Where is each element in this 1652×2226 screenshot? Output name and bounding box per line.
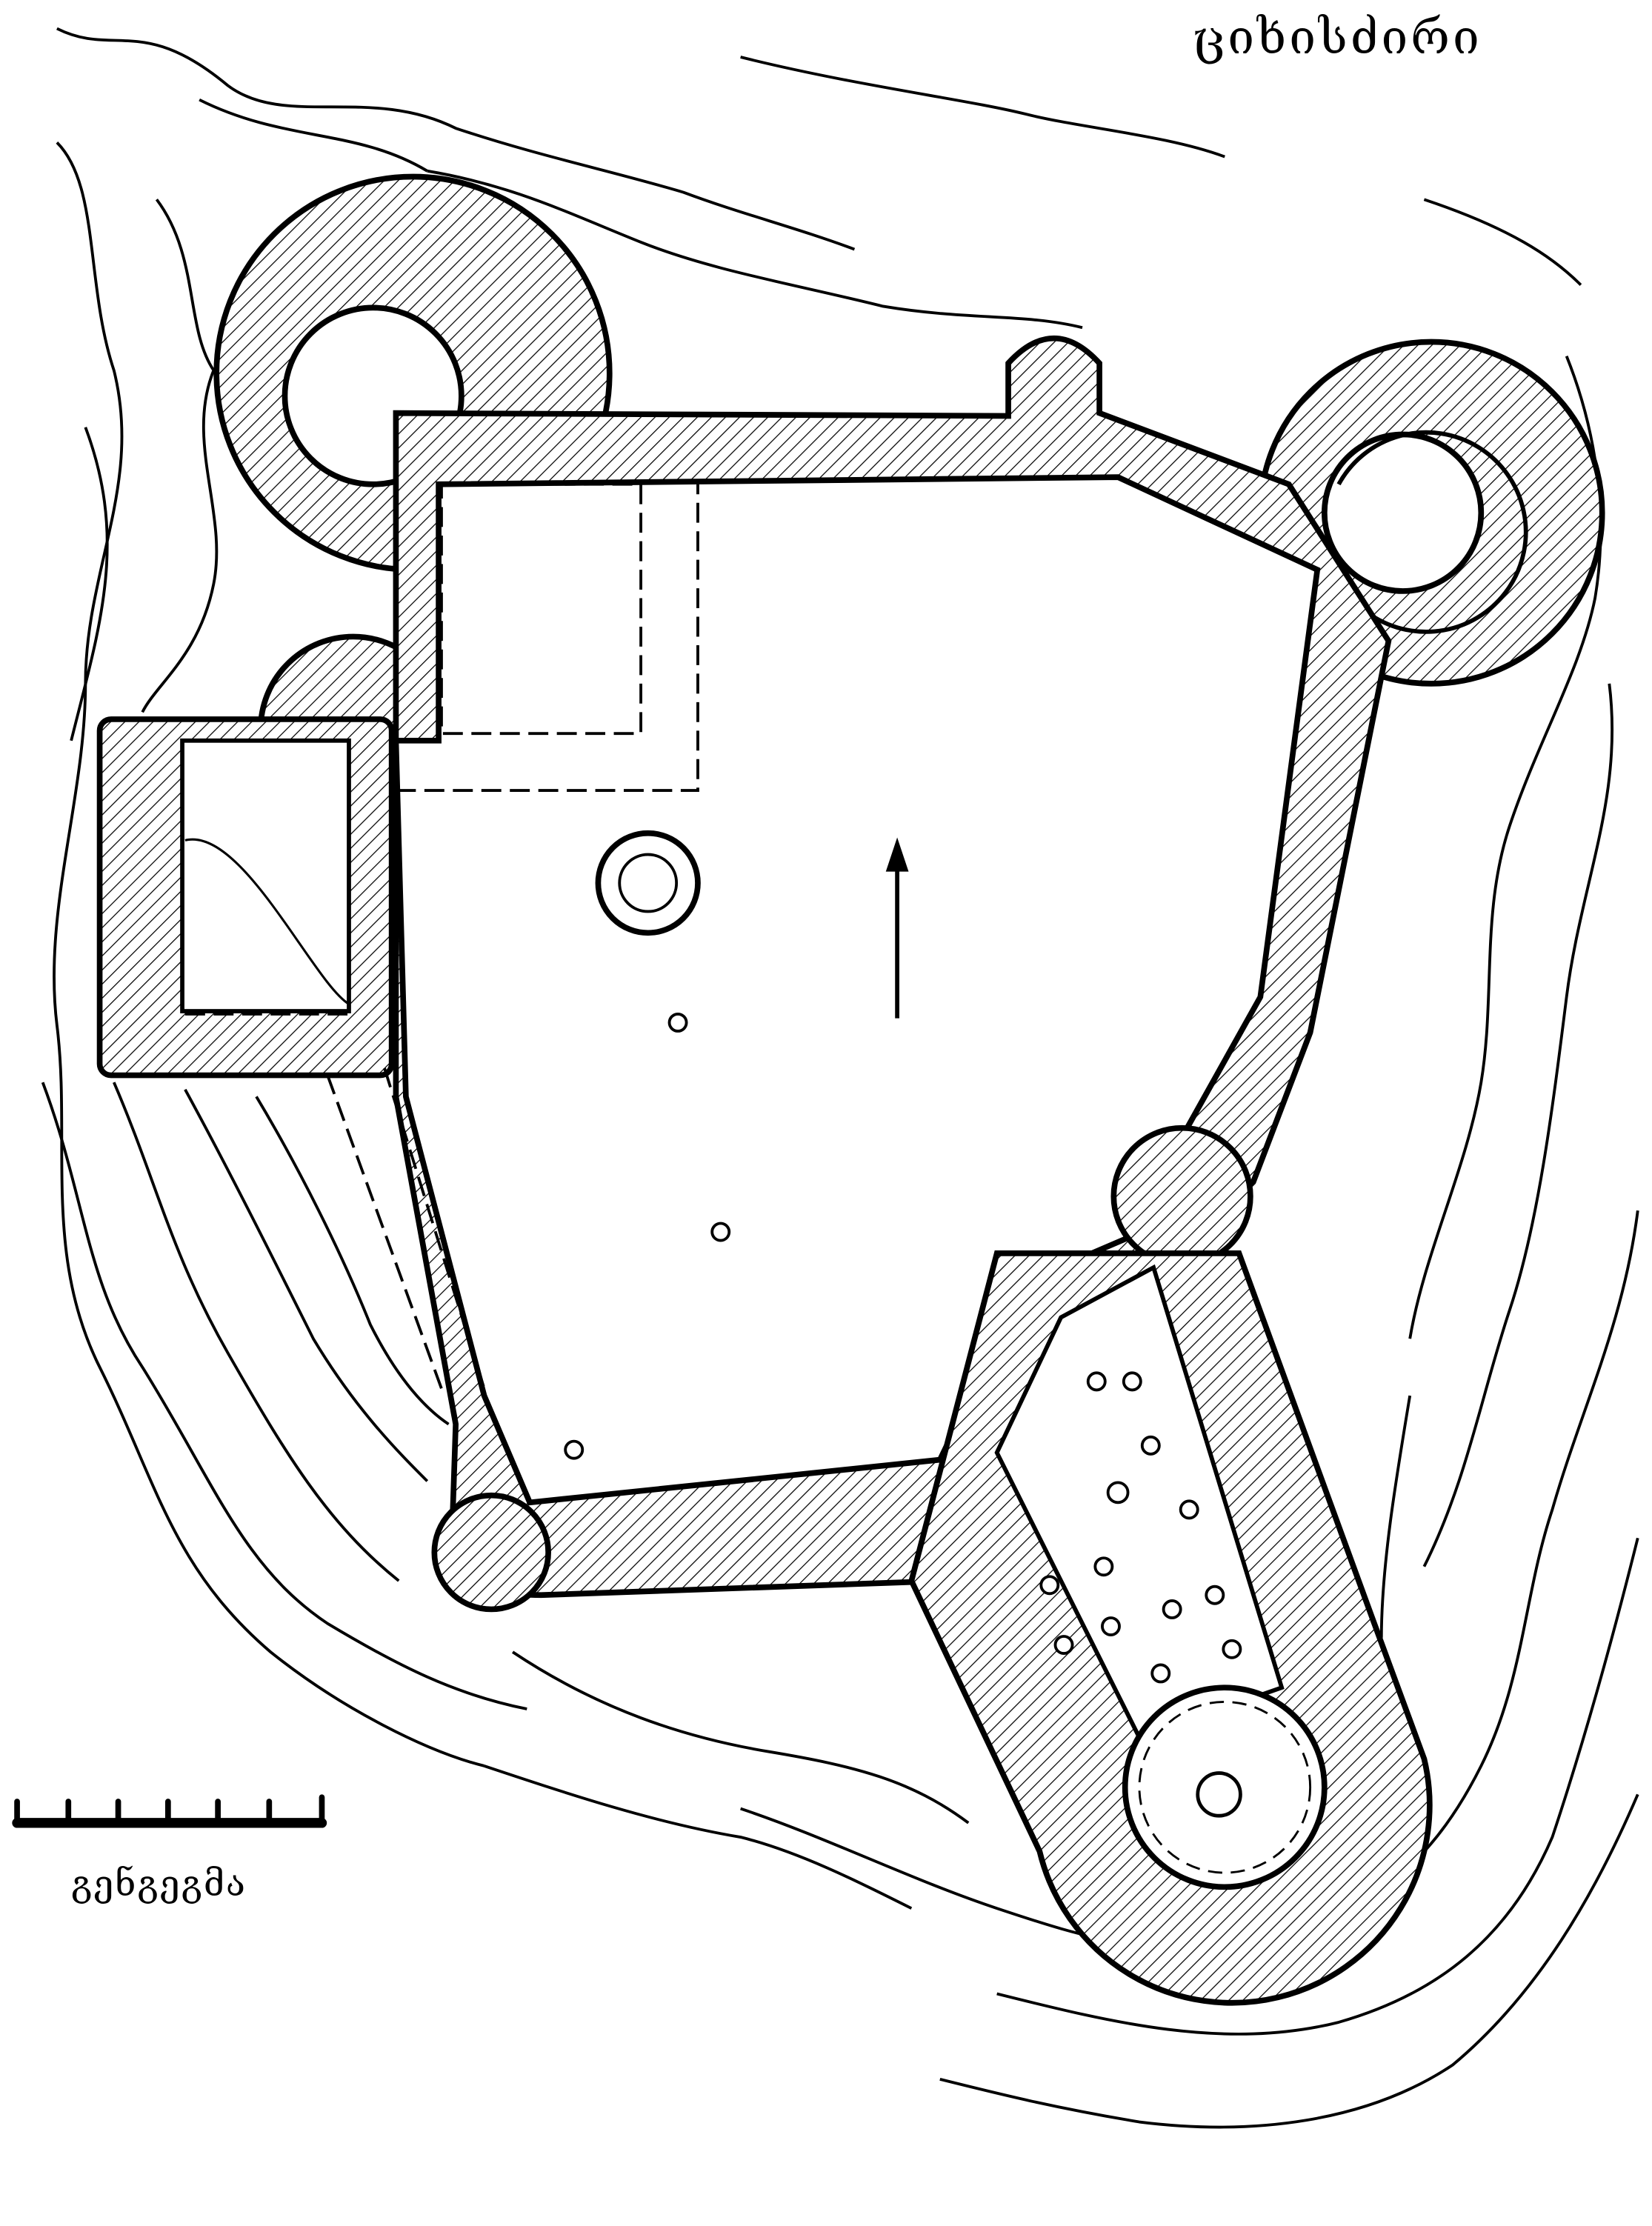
site-title: ციხისძირი (1193, 10, 1482, 65)
north-arrow-icon (885, 837, 909, 1019)
plan-label: გენგეგმა (71, 1863, 247, 1905)
west-building-room (180, 738, 351, 1013)
ne-tower-chamber (1322, 431, 1485, 594)
sw-bastion (431, 1492, 551, 1613)
scale-bar (12, 1794, 327, 1828)
column-bases (1039, 1371, 1242, 1684)
se-tower-well (1196, 1771, 1242, 1818)
terrain-contours (41, 27, 1639, 2129)
reconstructed-walls (184, 482, 699, 1390)
east-bastion (1110, 1124, 1253, 1268)
